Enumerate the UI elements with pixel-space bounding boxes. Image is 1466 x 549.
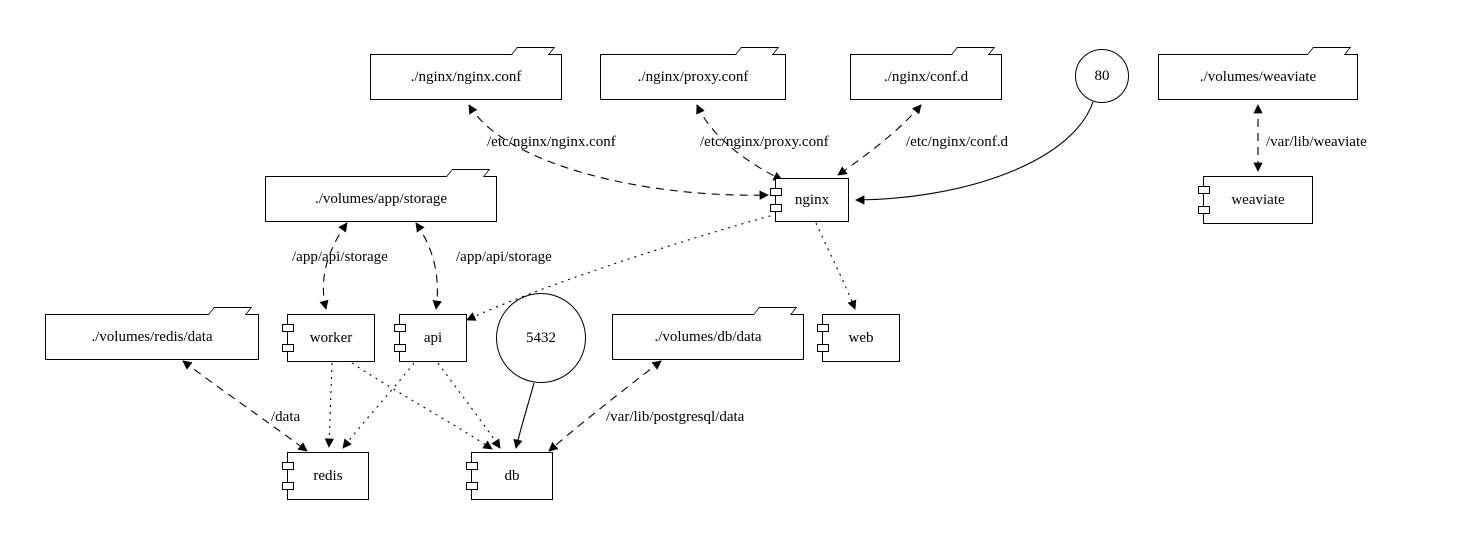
- edge-proxyconf-nginx: [696, 104, 783, 181]
- edge-port5432-db: [513, 382, 535, 449]
- edge-redisdata-redis: [182, 360, 308, 452]
- edge-nginx-web: [815, 222, 857, 310]
- component-icon: [394, 344, 406, 352]
- edge-label-app-api-storage-right: /app/api/storage: [456, 249, 552, 265]
- node-folder-volumes-redis-data: ./volumes/redis/data: [45, 307, 259, 360]
- node-folder-nginx-conf: ./nginx/nginx.conf: [370, 47, 562, 100]
- edge-nginx-api: [466, 213, 778, 321]
- edge-api-redis: [342, 362, 415, 449]
- node-port-5432: 5432: [496, 293, 586, 383]
- node-label: db: [504, 467, 520, 484]
- node-label: 5432: [526, 329, 556, 346]
- edge-label-app-api-storage-left: /app/api/storage: [292, 249, 388, 265]
- component-icon: [466, 482, 478, 490]
- component-icon: [817, 324, 829, 332]
- node-component-db: db: [466, 452, 553, 500]
- node-label: nginx: [794, 191, 830, 208]
- node-port-80: 80: [1075, 49, 1129, 103]
- component-icon: [282, 462, 294, 470]
- node-component-redis: redis: [282, 452, 369, 500]
- node-label: redis: [313, 467, 343, 484]
- node-label: weaviate: [1231, 191, 1285, 208]
- component-icon: [282, 344, 294, 352]
- component-icon: [282, 324, 294, 332]
- edge-label-etc-proxy-conf: /etc/nginx/proxy.conf: [700, 134, 829, 150]
- edge-label-etc-conf-d: /etc/nginx/conf.d: [906, 134, 1009, 150]
- edge-label-var-lib-weaviate: /var/lib/weaviate: [1266, 134, 1367, 150]
- folder-tab-icon: [1306, 47, 1352, 55]
- folder-tab-icon: [752, 307, 798, 315]
- folder-tab-icon: [734, 47, 780, 55]
- node-component-nginx: nginx: [770, 178, 849, 222]
- folder-tab-icon: [445, 169, 491, 177]
- edge-worker-db: [351, 362, 493, 450]
- edge-storage-worker: [319, 222, 348, 310]
- node-label: worker: [309, 329, 353, 346]
- node-folder-conf-d: ./nginx/conf.d: [850, 47, 1002, 100]
- component-icon: [394, 324, 406, 332]
- component-icon: [282, 482, 294, 490]
- edge-api-db: [437, 362, 501, 449]
- node-label: api: [423, 329, 443, 346]
- node-component-worker: worker: [282, 314, 375, 362]
- folder-tab-icon: [510, 47, 556, 55]
- edge-confd-nginx: [837, 104, 922, 176]
- node-label: ./volumes/weaviate: [1199, 68, 1317, 85]
- node-label: 80: [1094, 67, 1110, 84]
- edge-label-data: /data: [271, 409, 301, 425]
- component-icon: [466, 462, 478, 470]
- component-icon: [770, 188, 782, 196]
- node-label: ./nginx/nginx.conf: [410, 68, 522, 85]
- edge-label-etc-nginx-conf: /etc/nginx/nginx.conf: [487, 134, 616, 150]
- node-label: ./nginx/proxy.conf: [637, 68, 749, 85]
- node-label: web: [848, 329, 874, 346]
- node-folder-volumes-db-data: ./volumes/db/data: [612, 307, 804, 360]
- folder-tab-icon: [950, 47, 996, 55]
- node-label: ./nginx/conf.d: [883, 68, 969, 85]
- component-icon: [1198, 206, 1210, 214]
- component-icon: [817, 344, 829, 352]
- edge-port80-nginx: [855, 101, 1094, 205]
- edge-dbdata-db: [548, 360, 662, 452]
- node-folder-proxy-conf: ./nginx/proxy.conf: [600, 47, 786, 100]
- edge-worker-redis: [324, 362, 334, 448]
- node-component-weaviate: weaviate: [1198, 176, 1313, 224]
- node-component-api: api: [394, 314, 467, 362]
- node-folder-volumes-app-storage: ./volumes/app/storage: [265, 169, 497, 222]
- node-label: ./volumes/db/data: [654, 328, 762, 345]
- edge-nginxconf-nginx: [468, 104, 769, 200]
- folder-tab-icon: [207, 307, 253, 315]
- node-label: ./volumes/redis/data: [91, 328, 213, 345]
- edge-label-var-lib-postgresql-data: /var/lib/postgresql/data: [606, 409, 745, 425]
- node-component-web: web: [817, 314, 900, 362]
- component-icon: [770, 204, 782, 212]
- component-icon: [1198, 186, 1210, 194]
- node-folder-volumes-weaviate: ./volumes/weaviate: [1158, 47, 1358, 100]
- node-label: ./volumes/app/storage: [314, 190, 448, 207]
- edge-storage-api: [415, 222, 442, 310]
